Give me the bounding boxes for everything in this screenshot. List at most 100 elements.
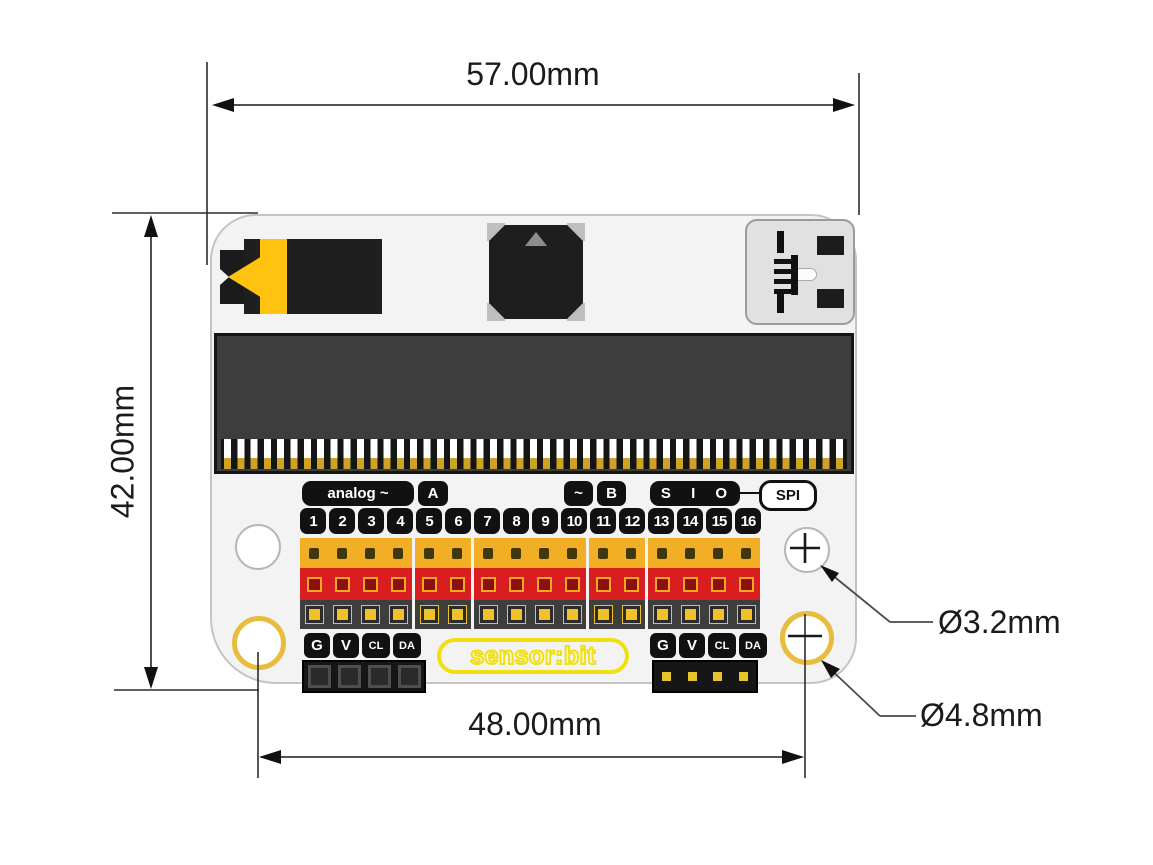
pin-number: 13 xyxy=(648,508,674,534)
buzzer-icon xyxy=(487,223,585,321)
brand-label: sensor:bit xyxy=(437,638,629,674)
usb-contact xyxy=(774,259,791,264)
pin-number: 4 xyxy=(387,508,413,534)
pin-header-group xyxy=(300,568,412,600)
pwm-tilde-label: ~ xyxy=(564,481,593,506)
mounting-hole-bottom-right xyxy=(780,611,834,665)
pin-hole xyxy=(623,576,639,592)
brand-text: sensor:bit xyxy=(469,641,596,671)
audio-jack-arrow-icon xyxy=(228,256,262,298)
pin-hole xyxy=(421,576,437,592)
pin-header-cell xyxy=(474,538,502,568)
audio-jack-notch xyxy=(220,269,229,285)
spi-leader-line xyxy=(734,492,759,494)
pin-header-cell xyxy=(648,600,676,629)
pin-header-cell xyxy=(648,568,676,600)
pin-header-cell xyxy=(617,600,645,629)
height-dimension-label: 42.00mm xyxy=(104,384,141,519)
io-label: V xyxy=(333,633,359,658)
pin-header-cell xyxy=(617,568,645,600)
pin-hole xyxy=(621,605,641,624)
pin-hole xyxy=(332,605,352,624)
io-label: DA xyxy=(739,633,767,658)
pin-header-cell xyxy=(443,568,471,600)
pin-hole xyxy=(388,605,408,624)
pin-header-group xyxy=(300,538,412,568)
usb-contact xyxy=(791,255,798,295)
pin-header-group xyxy=(589,568,645,600)
usb-contact xyxy=(774,269,791,274)
pin-hole xyxy=(306,576,322,592)
width-dimension-label: 57.00mm xyxy=(466,56,600,92)
pin-header-group xyxy=(300,600,412,629)
edge-connector xyxy=(214,333,854,474)
pin-number: 15 xyxy=(706,508,732,534)
pin-header-cell xyxy=(443,600,471,629)
pin-hole xyxy=(738,576,754,592)
pin-header-cell xyxy=(474,568,502,600)
pin-hole xyxy=(682,576,698,592)
pin-hole xyxy=(654,576,670,592)
pin-hole xyxy=(736,605,756,624)
audio-jack-stripe xyxy=(260,239,287,314)
pin-header-cell xyxy=(589,538,617,568)
pin-hole xyxy=(309,547,319,559)
pin-number: 8 xyxy=(503,508,529,534)
pin-hole xyxy=(713,547,723,559)
pin-header-cell xyxy=(328,538,356,568)
pin-header-cell xyxy=(356,568,384,600)
pin-number: 14 xyxy=(677,508,703,534)
pin-header-cell xyxy=(530,568,558,600)
pin-header-group xyxy=(415,538,471,568)
pin-header-cell xyxy=(384,538,412,568)
pin-number: 10 xyxy=(561,508,587,534)
pin-header-cell xyxy=(732,538,760,568)
pin-hole xyxy=(337,547,347,559)
pin-number: 2 xyxy=(329,508,355,534)
pin-header-cell xyxy=(415,538,443,568)
pin-header-cell xyxy=(415,568,443,600)
pin-hole xyxy=(595,576,611,592)
usb-contact xyxy=(774,279,791,284)
header-socket xyxy=(337,665,361,688)
audio-jack-icon xyxy=(220,239,382,314)
sio-label: S I O xyxy=(650,481,740,506)
pin-hole xyxy=(480,576,496,592)
pin-hole xyxy=(562,605,582,624)
pin-hole xyxy=(539,547,549,559)
usb-solder-pad xyxy=(817,236,844,255)
pin-hole xyxy=(626,547,636,559)
pin-hole xyxy=(483,547,493,559)
io-label: DA xyxy=(393,633,421,658)
pin-hole xyxy=(598,547,608,559)
io-label: V xyxy=(679,633,705,658)
pin-header-cell xyxy=(617,538,645,568)
pin-hole xyxy=(534,605,554,624)
pin-header-cell xyxy=(502,600,530,629)
pin-hole xyxy=(304,605,324,624)
pin-hole xyxy=(511,547,521,559)
header-pin xyxy=(687,672,697,681)
pin-header-cell xyxy=(530,600,558,629)
pin-header-cell xyxy=(530,538,558,568)
edge-connector-pin-tips xyxy=(221,458,847,469)
large-hole-diameter-label: Ø4.8mm xyxy=(920,697,1043,733)
pin-header-row-black xyxy=(300,600,761,629)
pin-number: 12 xyxy=(619,508,645,534)
pin-hole xyxy=(506,605,526,624)
pin-header-cell xyxy=(443,538,471,568)
usb-contact xyxy=(777,231,784,253)
header-pin xyxy=(713,672,723,681)
pin-header-cell xyxy=(384,600,412,629)
pin-hole xyxy=(741,547,751,559)
pin-number: 6 xyxy=(445,508,471,534)
pin-header-group xyxy=(648,568,760,600)
pin-hole xyxy=(710,576,726,592)
pin-header-cell xyxy=(558,600,586,629)
hole-spacing-dimension-label: 48.00mm xyxy=(468,706,602,742)
pin-header-cell xyxy=(558,568,586,600)
pin-header-cell xyxy=(300,600,328,629)
